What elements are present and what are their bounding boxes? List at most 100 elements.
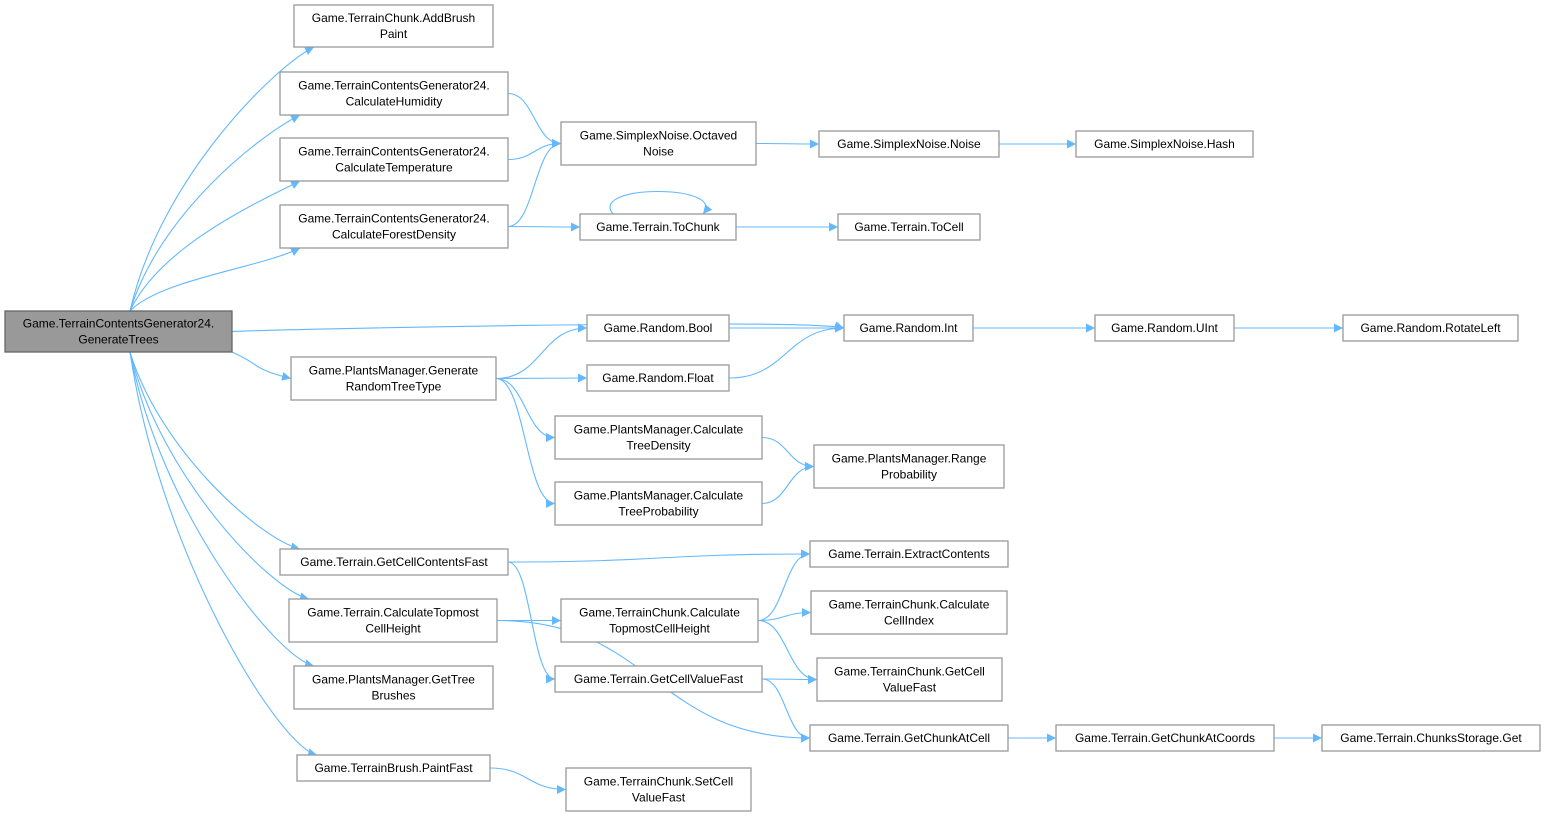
edge-root-to-get-tree-brushes (129, 351, 315, 669)
node-label: Game.Terrain.ToCell (854, 220, 963, 234)
node-label: Game.TerrainContentsGenerator24. (23, 317, 214, 331)
node-calc-forest-density[interactable]: Game.TerrainContentsGenerator24.Calculat… (279, 204, 509, 249)
node-to-chunk[interactable]: Game.Terrain.ToChunk (579, 213, 737, 241)
node-label: Game.TerrainContentsGenerator24. (298, 212, 489, 226)
node-box (554, 415, 763, 460)
edge-root-to-gen-random-tree-type (231, 351, 292, 381)
node-box (818, 130, 1000, 158)
node-chunk-get-cell-value-fast[interactable]: Game.TerrainChunk.GetCellValueFast (816, 657, 1003, 702)
edge-gen-random-tree-type-to-calc-tree-density (495, 377, 556, 442)
node-label: Probability (881, 468, 937, 482)
node-to-cell[interactable]: Game.Terrain.ToCell (837, 213, 981, 241)
edge-get-cell-value-fast-to-get-chunk-at-cell (761, 678, 811, 743)
node-label: Game.PlantsManager.GetTree (312, 673, 475, 687)
node-label: Game.Random.UInt (1111, 321, 1218, 335)
node-label: Game.Terrain.GetChunkAtCell (828, 731, 990, 745)
node-box (1342, 314, 1519, 342)
edge-calc-humidity-to-octaved-noise (507, 92, 562, 148)
node-chunk-calc-topmost[interactable]: Game.TerrainChunk.CalculateTopmostCellHe… (560, 598, 759, 643)
node-calc-tree-probability[interactable]: Game.PlantsManager.CalculateTreeProbabil… (554, 481, 763, 526)
node-rotate-left[interactable]: Game.Random.RotateLeft (1342, 314, 1519, 342)
node-box (586, 364, 730, 392)
node-label: Game.PlantsManager.Range (832, 452, 987, 466)
node-label: Game.Terrain.ChunksStorage.Get (1340, 731, 1522, 745)
node-label: Game.Random.Bool (604, 321, 713, 335)
node-get-cell-contents-fast[interactable]: Game.Terrain.GetCellContentsFast (279, 548, 509, 576)
edge-gen-random-tree-type-to-calc-tree-probability (495, 377, 556, 508)
node-noise[interactable]: Game.SimplexNoise.Noise (818, 130, 1000, 158)
node-label: CalculateHumidity (346, 95, 443, 109)
node-box (560, 121, 757, 166)
node-gen-random-tree-type[interactable]: Game.PlantsManager.GenerateRandomTreeTyp… (290, 356, 497, 401)
node-random-u-int[interactable]: Game.Random.UInt (1094, 314, 1235, 342)
node-label: Brushes (371, 689, 415, 703)
node-label: CellHeight (365, 622, 421, 636)
node-label: Game.TerrainChunk.GetCell (834, 665, 985, 679)
node-box (843, 314, 974, 342)
node-label: Paint (380, 27, 408, 41)
edge-root-to-add-brush-paint (129, 46, 315, 312)
node-root[interactable]: Game.TerrainContentsGenerator24.Generate… (4, 310, 233, 353)
edge-chunk-calc-topmost-to-extract-contents (757, 549, 811, 622)
node-label: TopmostCellHeight (609, 622, 710, 636)
edge-root-to-calc-humidity (129, 114, 301, 312)
edge-calc-tree-probability-to-range-probability (761, 462, 815, 505)
node-calc-humidity[interactable]: Game.TerrainContentsGenerator24.Calculat… (279, 71, 509, 116)
node-label: Game.SimplexNoise.Octaved (580, 129, 737, 143)
node-label: Game.Terrain.GetChunkAtCoords (1075, 731, 1255, 745)
edge-root-to-terrain-calc-topmost (129, 351, 310, 602)
edge-root-to-random-int (231, 321, 845, 333)
edge-random-float-to-random-int (728, 323, 845, 379)
node-box (810, 590, 1008, 635)
node-label: TreeProbability (618, 505, 698, 519)
node-random-int[interactable]: Game.Random.Int (843, 314, 974, 342)
node-box (565, 767, 752, 812)
node-calc-temperature[interactable]: Game.TerrainContentsGenerator24.Calculat… (279, 137, 509, 182)
node-random-float[interactable]: Game.Random.Float (586, 364, 730, 392)
edge-gen-random-tree-type-to-random-float (495, 373, 588, 383)
node-box (579, 213, 737, 241)
node-label: Game.TerrainChunk.Calculate (829, 598, 990, 612)
node-label: Noise (643, 145, 674, 159)
edge-paint-fast-to-set-cell-value-fast (489, 767, 567, 794)
node-box (837, 213, 981, 241)
node-random-bool[interactable]: Game.Random.Bool (586, 314, 730, 342)
node-chunks-storage-get[interactable]: Game.Terrain.ChunksStorage.Get (1321, 724, 1541, 752)
node-box (809, 724, 1009, 752)
node-get-chunk-at-cell[interactable]: Game.Terrain.GetChunkAtCell (809, 724, 1009, 752)
node-paint-fast[interactable]: Game.TerrainBrush.PaintFast (296, 754, 491, 782)
node-box (293, 4, 494, 48)
node-box (554, 665, 763, 693)
edge-gen-random-tree-type-to-random-bool (495, 323, 588, 380)
node-label: Game.SimplexNoise.Noise (837, 137, 981, 151)
node-box (279, 137, 509, 182)
node-label: Game.TerrainChunk.Calculate (579, 606, 740, 620)
node-label: ValueFast (632, 791, 686, 805)
node-box (1094, 314, 1235, 342)
node-label: TreeDensity (626, 439, 690, 453)
node-label: Game.Terrain.GetCellContentsFast (300, 555, 488, 569)
node-get-chunk-at-coords[interactable]: Game.Terrain.GetChunkAtCoords (1055, 724, 1275, 752)
node-box (586, 314, 730, 342)
node-extract-contents[interactable]: Game.Terrain.ExtractContents (809, 540, 1009, 568)
edge-get-cell-value-fast-to-chunk-get-cell-value-fast (761, 674, 818, 684)
node-label: Game.Random.Float (602, 371, 714, 385)
node-label: Game.PlantsManager.Calculate (574, 423, 744, 437)
node-get-cell-value-fast[interactable]: Game.Terrain.GetCellValueFast (554, 665, 763, 693)
node-label: Game.SimplexNoise.Hash (1094, 137, 1235, 151)
node-box (554, 481, 763, 526)
node-box (279, 548, 509, 576)
node-label: Game.TerrainContentsGenerator24. (298, 145, 489, 159)
node-hash[interactable]: Game.SimplexNoise.Hash (1075, 130, 1254, 158)
node-label: Game.Terrain.GetCellValueFast (574, 672, 744, 686)
node-box (296, 754, 491, 782)
